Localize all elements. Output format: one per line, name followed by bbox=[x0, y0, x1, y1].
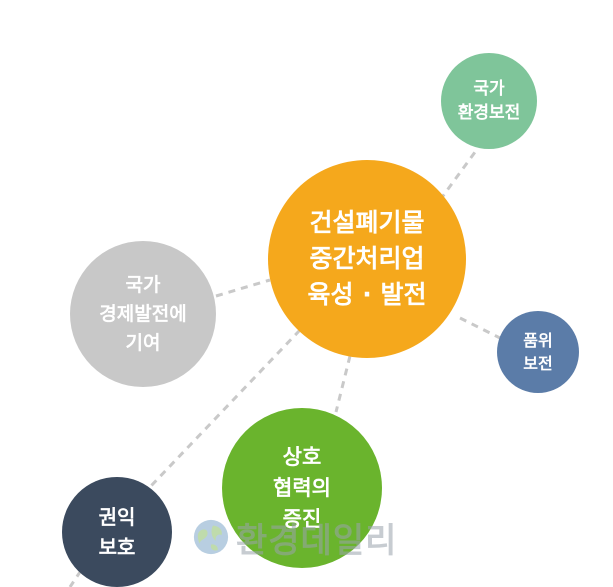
node-cooperation-line: 협력의 bbox=[273, 475, 331, 500]
node-economy-line: 기여 bbox=[125, 331, 161, 354]
node-environment-line: 국가 bbox=[473, 79, 505, 99]
node-cooperation: 상호 협력의 증진 bbox=[222, 408, 382, 568]
node-economy: 국가 경제발전에 기여 bbox=[70, 241, 216, 387]
connector-center-dignity bbox=[459, 316, 501, 340]
node-center-line: 육성 · 발전 bbox=[307, 280, 427, 309]
node-cooperation-line: 상호 bbox=[282, 444, 322, 469]
node-cooperation-line: 증진 bbox=[282, 506, 322, 531]
node-center: 건설폐기물 중간처리업 육성 · 발전 bbox=[268, 160, 466, 358]
node-rights-line: 권익 bbox=[98, 505, 136, 529]
node-dignity-line: 품위 bbox=[523, 331, 553, 350]
node-rights-line: 보호 bbox=[98, 535, 136, 559]
node-dignity: 품위 보전 bbox=[497, 311, 579, 393]
connector-center-environment bbox=[438, 147, 480, 201]
node-center-line: 중간처리업 bbox=[309, 244, 425, 273]
connector-center-cooperation bbox=[334, 355, 352, 413]
connector-center-rights bbox=[148, 328, 302, 489]
node-dignity-line: 보전 bbox=[523, 354, 553, 373]
node-rights: 권익 보호 bbox=[62, 477, 172, 587]
node-environment: 국가 환경보전 bbox=[441, 53, 537, 149]
node-environment-line: 환경보전 bbox=[457, 103, 521, 123]
connector-center-economy bbox=[215, 278, 271, 298]
node-economy-line: 국가 bbox=[125, 273, 161, 296]
node-economy-line: 경제발전에 bbox=[99, 302, 187, 325]
node-center-line: 건설폐기물 bbox=[309, 208, 425, 237]
